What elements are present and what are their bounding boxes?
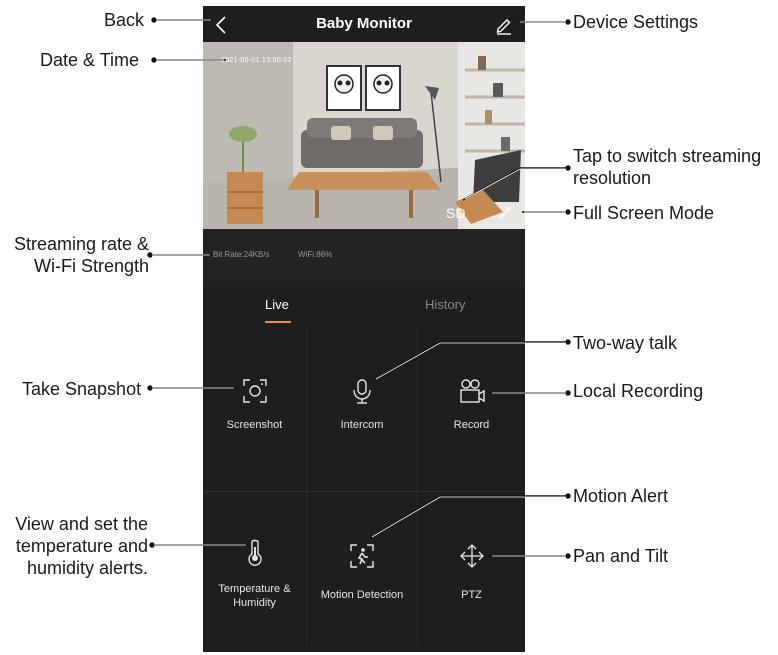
- fullscreen-icon[interactable]: [497, 205, 513, 221]
- callout-local-recording: Local Recording: [573, 381, 704, 401]
- bit-rate-readout: Bit Rate:24KB/s: [213, 250, 270, 259]
- record-button[interactable]: Record: [418, 325, 525, 492]
- ptz-button[interactable]: PTZ: [418, 492, 525, 645]
- stream-status-bar: Bit Rate:24KB/s WiFi:86%: [203, 229, 525, 287]
- pan-tilt-arrows-icon: [459, 544, 484, 568]
- motion-detection-label: Motion Detection: [320, 589, 404, 601]
- app-screen: Baby Monitor: [203, 6, 525, 652]
- callout-back: Back: [104, 10, 145, 30]
- callout-temp-line2: temperature and: [15, 536, 148, 556]
- temperature-humidity-button[interactable]: Temperature & Humidity: [203, 492, 307, 645]
- page-title: Baby Monitor: [316, 15, 412, 32]
- resolution-toggle[interactable]: SD: [446, 205, 466, 221]
- video-camera-icon: [459, 379, 485, 403]
- motion-detection-button[interactable]: Motion Detection: [307, 492, 418, 645]
- callout-snapshot: Take Snapshot: [22, 379, 142, 399]
- screenshot-button[interactable]: Screenshot: [203, 325, 307, 492]
- callout-temp-line3: humidity alerts.: [26, 558, 148, 578]
- page-indicator: [355, 645, 371, 652]
- callout-resolution-line2: resolution: [573, 168, 652, 188]
- callout-resolution-line1: Tap to switch streaming: [573, 146, 762, 166]
- view-tabs: Live History: [203, 287, 525, 325]
- tab-live[interactable]: Live: [265, 297, 289, 312]
- callout-streaming-line1: Streaming rate &: [13, 234, 149, 254]
- wifi-strength-readout: WiFi:86%: [298, 250, 333, 259]
- tab-history[interactable]: History: [425, 297, 466, 312]
- control-grid: Screenshot Intercom Record: [203, 325, 525, 645]
- temperature-humidity-label: Temperature & Humidity: [218, 583, 291, 609]
- motion-detection-icon: [350, 544, 374, 568]
- callout-motion-alert: Motion Alert: [573, 486, 669, 506]
- living-room-scene: [203, 42, 525, 229]
- callout-device-settings: Device Settings: [573, 12, 699, 32]
- thermometer-icon: [247, 539, 262, 566]
- callout-two-way-talk: Two-way talk: [573, 333, 678, 353]
- record-label: Record: [453, 419, 490, 431]
- live-video-feed[interactable]: 2021-05-01 13:00:02 SD: [203, 42, 525, 229]
- screenshot-label: Screenshot: [226, 419, 283, 431]
- microphone-icon: [353, 379, 371, 404]
- callout-temp-line1: View and set the: [15, 514, 148, 534]
- callout-streaming-line2: Wi-Fi Strength: [33, 256, 149, 276]
- top-bar: Baby Monitor: [203, 6, 525, 42]
- intercom-label: Intercom: [340, 419, 384, 431]
- callout-full-screen: Full Screen Mode: [573, 203, 715, 223]
- active-tab-indicator: [265, 321, 291, 323]
- video-timestamp: 2021-05-01 13:00:02: [221, 57, 292, 64]
- edit-pencil-icon[interactable]: [493, 14, 515, 36]
- callout-date-time: Date & Time: [40, 50, 140, 70]
- ptz-label: PTZ: [461, 589, 482, 601]
- intercom-button[interactable]: Intercom: [307, 325, 418, 492]
- back-chevron-icon[interactable]: [211, 14, 233, 36]
- screenshot-icon: [242, 379, 267, 403]
- callout-pan-tilt: Pan and Tilt: [573, 546, 669, 566]
